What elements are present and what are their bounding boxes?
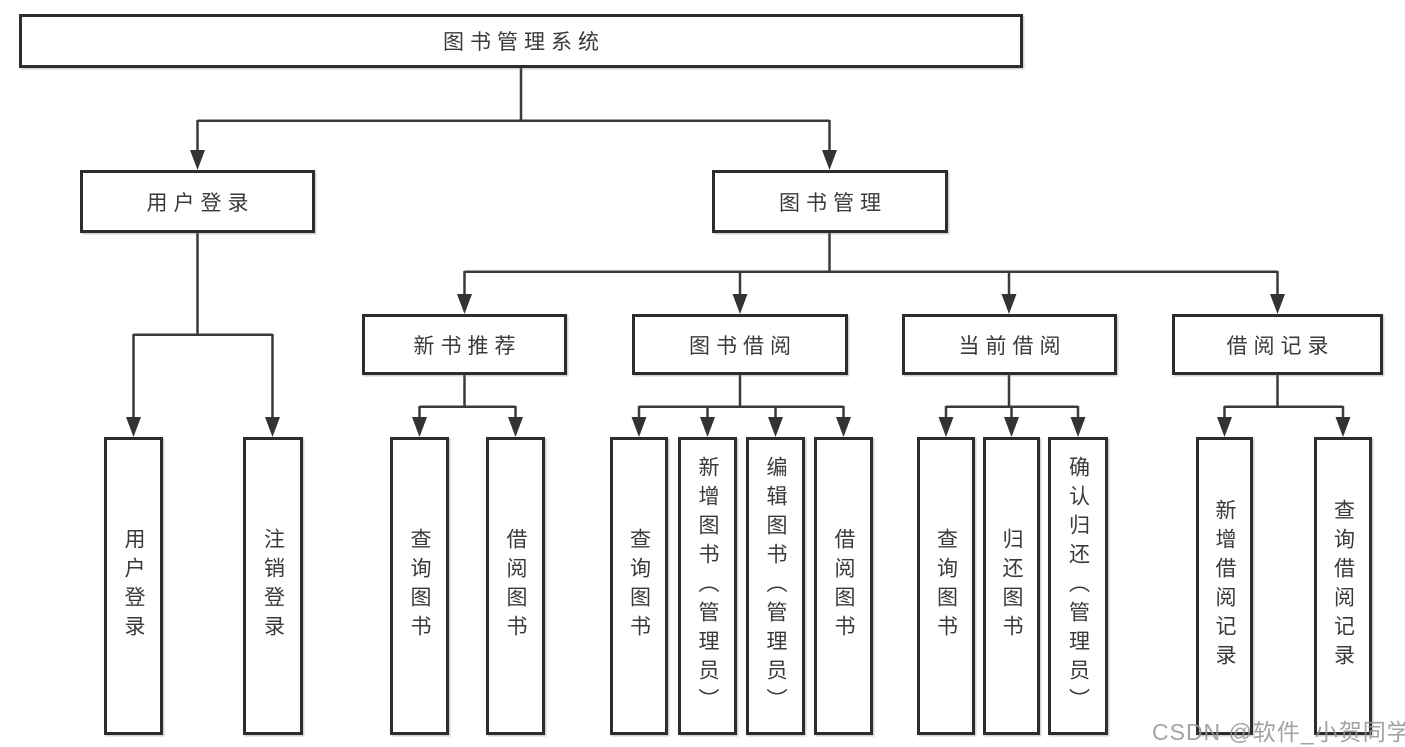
edge-borrowrecords-to-leaves bbox=[1217, 375, 1351, 437]
leaf-newbook-query-books: 查询图书 bbox=[390, 437, 449, 735]
node-root: 图书管理系统 bbox=[19, 14, 1023, 68]
leaf-newbook-borrow-books: 借阅图书 bbox=[486, 437, 545, 735]
edge-userlogin-to-leaves bbox=[126, 233, 280, 437]
edge-bookmgmt-to-level3 bbox=[457, 233, 1285, 314]
node-new-book-recommend: 新书推荐 bbox=[362, 314, 567, 375]
node-book-borrow: 图书借阅 bbox=[632, 314, 848, 375]
leaf-current-return-books: 归还图书 bbox=[983, 437, 1040, 735]
edge-root-to-level2 bbox=[190, 68, 837, 170]
edge-bookborrow-to-leaves bbox=[631, 375, 851, 437]
edge-newbook-to-leaves bbox=[412, 375, 523, 437]
watermark-text: CSDN @软件_小贺同学 bbox=[1152, 719, 1405, 745]
node-borrow-records: 借阅记录 bbox=[1172, 314, 1383, 375]
leaf-borrow-add-books-admin: 新增图书（管理员） bbox=[678, 437, 737, 735]
leaf-current-query-books: 查询图书 bbox=[917, 437, 975, 735]
leaf-borrow-edit-books-admin: 编辑图书（管理员） bbox=[746, 437, 805, 735]
leaf-records-add-record: 新增借阅记录 bbox=[1196, 437, 1253, 735]
node-current-borrow: 当前借阅 bbox=[902, 314, 1117, 375]
leaf-borrow-query-books: 查询图书 bbox=[610, 437, 668, 735]
edge-currentborrow-to-leaves bbox=[938, 375, 1086, 437]
leaf-records-query-record: 查询借阅记录 bbox=[1314, 437, 1372, 735]
leaf-logout: 注销登录 bbox=[243, 437, 303, 735]
node-book-management: 图书管理 bbox=[712, 170, 948, 233]
node-user-login: 用户登录 bbox=[80, 170, 315, 233]
leaf-user-login: 用户登录 bbox=[104, 437, 163, 735]
leaf-current-confirm-return-admin: 确认归还（管理员） bbox=[1048, 437, 1108, 735]
leaf-borrow-borrow-books: 借阅图书 bbox=[814, 437, 873, 735]
